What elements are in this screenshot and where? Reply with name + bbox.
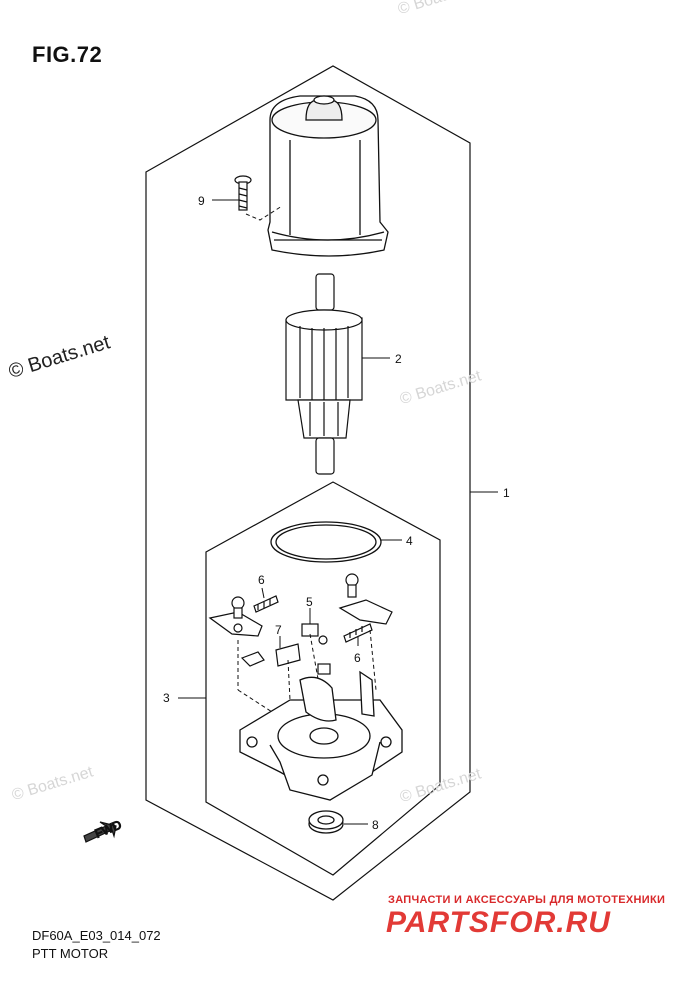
callout-9: 9 <box>198 194 205 208</box>
figure-subtitle: PTT MOTOR <box>32 946 109 961</box>
callout-8: 8 <box>372 818 379 832</box>
oil-seal-part-8 <box>308 810 344 834</box>
callout-3: 3 <box>163 691 170 705</box>
assembly-outline <box>145 65 471 901</box>
fwd-arrow-icon: FWD <box>83 817 124 843</box>
base-housing <box>239 670 403 801</box>
fwd-label: FWD <box>93 817 124 840</box>
figure-title: FIG.72 <box>32 42 103 67</box>
callout-labels: 9 2 1 4 6 5 7 6 3 8 <box>163 194 510 832</box>
o-ring-part-4 <box>270 521 382 563</box>
callout-7: 7 <box>275 623 282 637</box>
figure-code: DF60A_E03_014_072 <box>32 928 161 943</box>
callout-2: 2 <box>395 352 402 366</box>
callout-4: 4 <box>406 534 413 548</box>
brush-components <box>208 573 393 675</box>
callout-1: 1 <box>503 486 510 500</box>
callout-6a: 6 <box>258 573 265 587</box>
callout-5: 5 <box>306 595 313 609</box>
brand-logo[interactable]: PARTSFOR.RU <box>386 906 611 939</box>
brand-tagline: ЗАПЧАСТИ И АКСЕССУАРЫ ДЛЯ МОТОТЕХНИКИ <box>388 894 666 906</box>
callout-6b: 6 <box>354 651 361 665</box>
motor-housing <box>267 95 389 257</box>
screw-part-9 <box>234 175 252 211</box>
base-assembly-outline <box>205 481 441 876</box>
armature-part-2 <box>285 273 363 475</box>
